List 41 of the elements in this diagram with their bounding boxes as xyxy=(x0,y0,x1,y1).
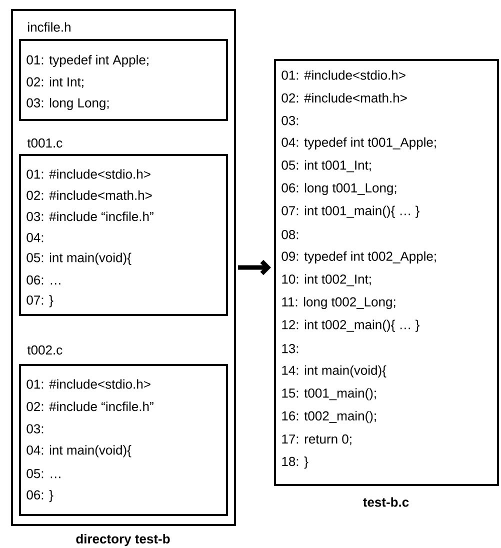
node-label: 02: #include<math.h> xyxy=(282,93,407,103)
node-label: 07: } xyxy=(26,295,54,308)
node-label: 14: int main(void){ xyxy=(282,365,386,378)
node-label: 18: } xyxy=(282,456,308,469)
node-label: 06: … xyxy=(26,275,60,285)
node-label: 07: int t001_main(){ … } xyxy=(282,206,420,218)
node-label: 01: #include<stdio.h> xyxy=(26,169,150,179)
node-label: 03: #include “incfile.h” xyxy=(26,212,154,222)
file-name: t002.c xyxy=(27,345,62,355)
node-label: 06: long t001_Long; xyxy=(282,182,396,196)
node-label: 05: … xyxy=(26,469,60,478)
arrow xyxy=(238,260,271,276)
code-box: 01: #include<stdio.h> 02: #include<math.h> 03: 04: typedef int t001_Apple; 05: int t001_Int; 06: long t001_Long; 07: int t001_main(){ … } 08: 09: typedef int t002_Apple; 10: int t002_Int; 11: long t002_Long; 12: int t002_main(){ … } 13: 14: int main(void){ 15: t001_main(); 16: t002_main(); 17: return 0; 18: } xyxy=(274,59,499,486)
node-label: 01: #include<stdio.h> xyxy=(282,70,406,80)
node-label: 05: int main(void){ xyxy=(26,252,132,265)
code-box: 01: #include<stdio.h> 02: #include “incfile.h” 03: 04: int main(void){ 05: … 06: } xyxy=(19,364,228,516)
code-box: 01: #include<stdio.h> 02: #include<math.h> 03: #include “incfile.h” 04: 05: int main(void){ 06: … 07: } xyxy=(19,154,228,316)
node-label: 05: int t001_Int; xyxy=(282,160,371,172)
node-label: 17: return 0; xyxy=(282,434,352,446)
node-label: 15: t001_main(); xyxy=(282,388,376,400)
node-label: 11: long t002_Long; xyxy=(282,296,396,310)
code-box: 01: typedef int Apple; 02: int Int; 03: long Long; xyxy=(19,39,228,121)
node-label: 10: int t002_Int; xyxy=(282,274,371,286)
node-label: 04: xyxy=(26,232,44,242)
node-label: 02: #include<math.h> xyxy=(26,190,152,200)
node-label: 03: xyxy=(282,116,298,126)
file-name: incfile.h xyxy=(28,22,70,32)
node-label: 02: #include “incfile.h” xyxy=(26,402,154,412)
node-label: 04: int main(void){ xyxy=(26,445,132,458)
node-label: 01: #include<stdio.h> xyxy=(26,379,150,389)
node-label: 12: int t002_main(){ … } xyxy=(282,320,420,332)
node-label: 06: } xyxy=(26,490,54,502)
directory-name: directory test-b xyxy=(76,534,170,546)
node-label: 13: xyxy=(282,344,298,354)
node-label: 03: xyxy=(26,424,44,434)
node-label: 09: typedef int t002_Apple; xyxy=(282,251,436,264)
node-label: 16: t002_main(); xyxy=(282,410,376,424)
file-name: t001.c xyxy=(27,138,62,148)
node-label: 08: xyxy=(282,230,298,240)
file-name: test-b.c xyxy=(363,497,409,507)
node-label: 04: typedef int t001_Apple; xyxy=(282,137,436,150)
